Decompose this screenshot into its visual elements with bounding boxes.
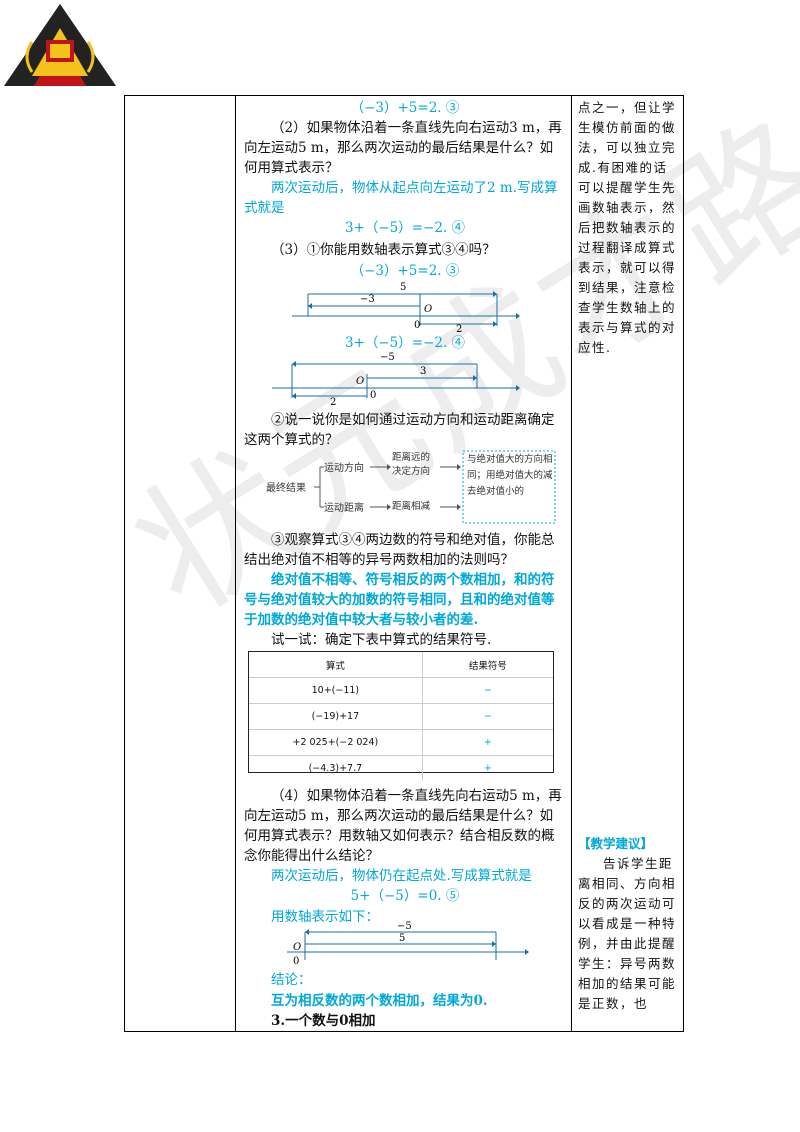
right-column xyxy=(571,95,684,1032)
try-prompt: 试一试：确定下表中算式的结果符号. xyxy=(271,632,492,648)
nl2-zero-label: 0 xyxy=(370,390,376,401)
nl3-top-label: −5 xyxy=(397,921,412,932)
nl2-origin-label: O xyxy=(356,376,364,387)
table-cell-expression: +2 025+(−2 024) xyxy=(249,729,423,756)
sign-table: 算式 结果符号 10+(−11) − (−19)+17 − +2 025+(−2… xyxy=(248,651,554,781)
equation-4-repeat: 3+（−5）=−2. ④ xyxy=(344,335,466,351)
conclusion-text: 互为相反数的两个数相加，结果为0. xyxy=(271,993,488,1009)
nl3-zero-label: 0 xyxy=(293,956,299,967)
table-cell-sign: + xyxy=(483,763,492,774)
question-3c: ③观察算式③④两边数的符号和绝对值，你能总结出绝对值不相等的异号两数相加的法则吗… xyxy=(244,532,555,568)
table-cell-expression: (−19)+17 xyxy=(249,703,423,730)
nl3-seg-label: 5 xyxy=(399,933,405,944)
nl1-top-label: 5 xyxy=(400,282,406,293)
table-cell-sign: − xyxy=(422,703,553,730)
nl1-origin-label: O xyxy=(424,304,432,315)
question-3b: ②说一说你是如何通过运动方向和运动距离确定这两个算式的？ xyxy=(244,412,555,448)
diagram-root: 最终结果 xyxy=(266,481,306,494)
conclusion-label: 结论： xyxy=(271,972,312,988)
table-cell-sign: + xyxy=(422,729,553,756)
table-header-expression: 算式 xyxy=(249,652,423,678)
advice-title: 【教学建议】 xyxy=(578,836,654,851)
nl2-top-label: −5 xyxy=(380,352,395,363)
section-3-heading: 3.一个数与0相加 xyxy=(271,1013,376,1029)
equation-4: 3+（−5）=−2. ④ xyxy=(344,220,466,236)
diagram-outcome: 与绝对值大的方向相同；用绝对值大的减去绝对值小的 xyxy=(467,454,553,497)
side-note: 点之一，但让学生模仿前面的做法，可以独立完成.有困难的话可以提醒学生先画数轴表示… xyxy=(578,100,677,355)
number-line-1: 5 −3 O 0 2 xyxy=(292,282,520,332)
logo xyxy=(4,4,116,86)
equation-5: 5+（−5）=0. ⑤ xyxy=(350,888,460,904)
table-row: 10+(−11) − xyxy=(249,677,553,704)
diagram-branch-direction: 运动方向 xyxy=(324,461,364,474)
table-row: (−19)+17 − xyxy=(249,703,553,730)
nl1-bottom-label: 2 xyxy=(456,324,462,332)
diagram-mid-direction: 距离远的决定方向 xyxy=(392,452,431,477)
nl2-seg-label: 3 xyxy=(420,366,426,377)
number-line-2: −5 3 O 0 2 xyxy=(272,352,520,405)
nl1-zero-label: 0 xyxy=(414,320,420,331)
question-4: （4）如果物体沿着一条直线先向右运动5 m，再向左运动5 m，那么两次运动的最后… xyxy=(244,788,562,864)
diagram-mid-distance: 距离相减 xyxy=(392,501,431,512)
question-3: （3）①你能用数轴表示算式③④吗？ xyxy=(271,242,496,258)
advice-text: 告诉学生距离相同、方向相反的两次运动可以看成是一种特例，并由此提醒学生：异号两数… xyxy=(578,856,677,1011)
reasoning-diagram: 最终结果 运动方向 运动距离 xyxy=(266,450,556,524)
addition-rule: 绝对值不相等、符号相反的两个数相加，和的符号与绝对值较大的加数的符号相同，且和的… xyxy=(244,572,555,628)
nl1-seg-label: −3 xyxy=(360,294,375,305)
question-2: （2）如果物体沿着一条直线先向右运动3 m，再向左运动5 m，那么两次运动的最后… xyxy=(244,120,562,176)
table-row: +2 025+(−2 024) + xyxy=(249,729,553,756)
table-cell-expression: 10+(−11) xyxy=(249,677,423,704)
lesson-table xyxy=(124,95,684,1032)
table-cell-sign: − xyxy=(422,677,553,704)
number-line-3: −5 5 O 0 xyxy=(287,921,529,967)
answer-2: 两次运动后，物体从起点向左运动了2 m.写成算式就是 xyxy=(244,180,558,216)
equation-3: （−3）+5=2. ③ xyxy=(350,100,460,116)
table-header-sign: 结果符号 xyxy=(422,652,553,678)
table-header-row: 算式 结果符号 xyxy=(249,652,553,678)
equation-3-repeat: （−3）+5=2. ③ xyxy=(350,263,460,279)
left-column xyxy=(124,95,236,1032)
table-cell-expression: (−4.3)+7.7 xyxy=(249,755,423,781)
table-row: (−4.3)+7.7 + xyxy=(249,755,553,781)
nl3-origin-label: O xyxy=(293,942,301,953)
diagram-branch-distance: 运动距离 xyxy=(324,501,364,514)
answer-4: 两次运动后，物体仍在起点处.写成算式就是 xyxy=(271,868,532,884)
nl2-bottom-label: 2 xyxy=(330,397,336,405)
axis-intro: 用数轴表示如下： xyxy=(271,909,379,925)
